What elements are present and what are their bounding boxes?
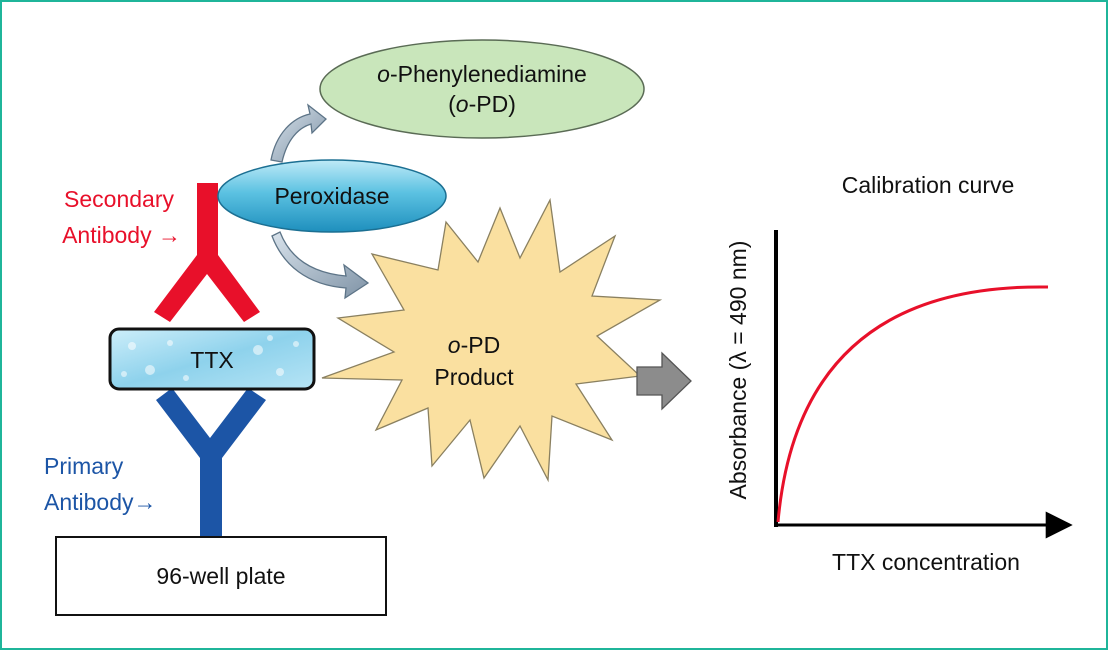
secondary-antibody-shape xyxy=(154,183,260,322)
substrate-ellipse xyxy=(319,39,645,139)
enzyme-to-product-arrow xyxy=(271,231,370,300)
product-label-2: Product xyxy=(434,364,514,390)
substrate-to-enzyme-arrow xyxy=(270,103,327,163)
product-label: o-PD xyxy=(448,332,500,358)
substrate-abbr: (o-PD) xyxy=(448,91,516,117)
y-axis-label: Absorbance (λ = 490 nm) xyxy=(725,241,751,500)
result-arrow xyxy=(636,351,692,411)
plate-box xyxy=(55,536,387,616)
primary-antibody-label-2: Antibody→ xyxy=(44,489,157,515)
substrate-label: o-Phenylenediamine xyxy=(377,61,587,87)
ttx-label: TTX xyxy=(190,347,233,373)
product-starburst xyxy=(321,197,663,483)
secondary-antibody-label-2: Antibody → xyxy=(62,222,181,248)
primary-antibody-label: Primary xyxy=(44,453,124,479)
peroxidase-ellipse xyxy=(217,159,447,233)
calibration-title: Calibration curve xyxy=(842,172,1015,198)
secondary-antibody-label: Secondary xyxy=(64,186,174,212)
ttx-box xyxy=(108,327,316,391)
x-axis-label: TTX concentration xyxy=(832,549,1020,575)
peroxidase-label: Peroxidase xyxy=(274,183,389,209)
calibration-curve xyxy=(776,285,1049,523)
primary-antibody-shape xyxy=(156,388,266,536)
plate-label: 96-well plate xyxy=(156,563,285,589)
ttx-texture xyxy=(121,335,299,381)
